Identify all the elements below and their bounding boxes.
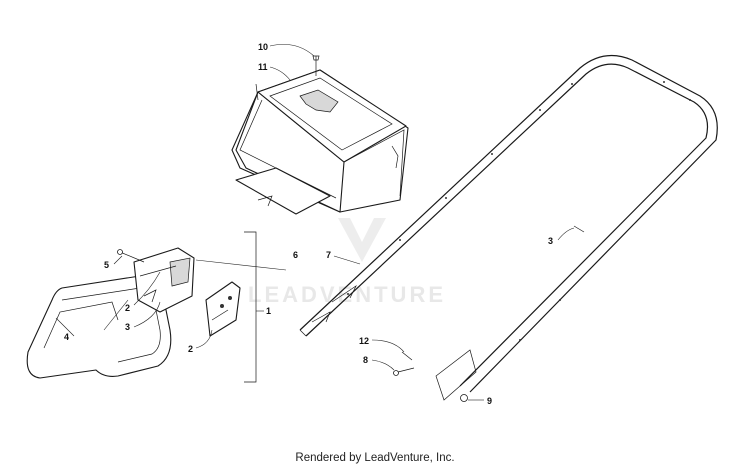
callout-10: 10 — [258, 42, 268, 52]
leader-12 — [371, 339, 405, 353]
leader-lines — [55, 44, 575, 401]
render-credit: Rendered by LeadVenture, Inc. — [295, 452, 455, 464]
callout-7: 7 — [326, 250, 331, 260]
callout-2b: 2 — [188, 344, 193, 354]
callout-8: 8 — [363, 355, 368, 365]
leader-3b — [557, 227, 575, 241]
callout-9: 9 — [487, 396, 492, 406]
leader-10 — [269, 44, 315, 57]
callout-1: 1 — [266, 306, 271, 316]
callout-3a: 3 — [125, 322, 130, 332]
watermark-text: LEADVENTURE — [248, 282, 446, 307]
callout-12: 12 — [359, 336, 369, 346]
callout-11: 11 — [258, 62, 268, 72]
leader-4 — [55, 317, 75, 337]
leader-8 — [371, 359, 395, 371]
rail-frame — [299, 54, 718, 401]
callout-3b: 3 — [548, 236, 553, 246]
callout-2a: 2 — [125, 303, 130, 313]
leader-2a — [133, 271, 161, 306]
callout-4: 4 — [64, 332, 69, 342]
leader-3a — [133, 301, 161, 328]
leader-7 — [333, 255, 361, 265]
callout-6: 6 — [293, 250, 298, 260]
leader-6 — [195, 259, 287, 271]
group-brace — [244, 231, 257, 383]
seat-box — [231, 55, 409, 215]
bracket-assembly — [117, 247, 241, 337]
callout-5: 5 — [104, 260, 109, 270]
callouts: 10 11 6 7 5 2 3 4 2 1 3 12 8 9 — [64, 42, 553, 406]
leader-11 — [269, 66, 291, 81]
leader-5 — [113, 255, 123, 265]
watermark-logo — [338, 218, 386, 262]
small-hardware — [393, 225, 585, 402]
leader-4b — [103, 299, 129, 331]
leader-2b — [195, 329, 213, 349]
